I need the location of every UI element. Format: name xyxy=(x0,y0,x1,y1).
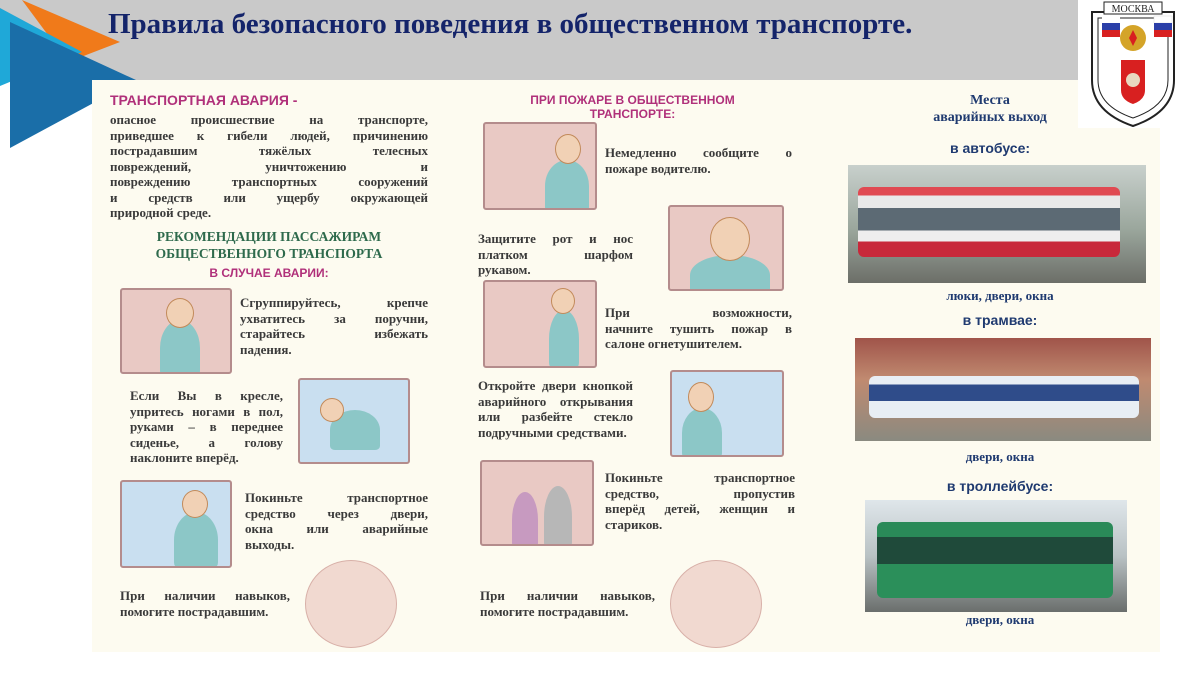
fire-item-6: При наличии навыков,помогите пострадавши… xyxy=(480,588,655,619)
svg-text:МОСКВА: МОСКВА xyxy=(1112,4,1156,15)
item-text-line: выходы. xyxy=(245,536,295,552)
accident-heading: ТРАНСПОРТНАЯ АВАРИЯ - xyxy=(110,92,428,108)
item-text-line: салоне огнетушителем. xyxy=(605,336,743,351)
accident-definition: опасное происшествие на транспорте,приве… xyxy=(110,112,428,221)
item-text-line: При возможности, xyxy=(605,305,792,320)
item-text-line: Если Вы в кресле, xyxy=(130,388,283,403)
item-text-line: аварийного открывания xyxy=(478,393,633,409)
definition-line: опасное происшествие на транспорте, xyxy=(110,112,428,127)
bus-photo xyxy=(848,165,1146,283)
illustration-cover-mouth xyxy=(668,205,784,291)
bus-exits: люки, двери, окна xyxy=(946,288,1054,303)
tram-exits: двери, окна xyxy=(965,449,1035,464)
exits-heading-line: аварийных выход xyxy=(933,110,1047,125)
item-text-line: пожаре водителю. xyxy=(605,160,711,176)
item-text-line: помогите пострадавшим. xyxy=(480,603,629,619)
fire-heading-line: ПРИ ПОЖАРЕ В ОБЩЕСТВЕННОМ xyxy=(530,93,735,107)
accident-heading-text: ТРАНСПОРТНАЯ АВАРИЯ - xyxy=(110,92,298,108)
emercom-moscow-logo: МОСКВА xyxy=(1078,0,1188,128)
item-text-line: наклоните вперёд. xyxy=(130,450,239,465)
item-text-line: помогите пострадавшим. xyxy=(120,603,269,619)
item-text-line: Сгруппируйтесь, крепче xyxy=(240,295,428,310)
item-text-line: старайтесь избежать xyxy=(240,326,428,341)
definition-line: приведшее к гибели людей, причинению xyxy=(110,127,428,143)
illustration-first-aid xyxy=(305,560,397,648)
accident-item-4: При наличии навыков,помогите пострадавши… xyxy=(120,588,290,619)
tram-photo xyxy=(855,338,1151,441)
recommendations-heading: РЕКОМЕНДАЦИИ ПАССАЖИРАМ ОБЩЕСТВЕННОГО ТР… xyxy=(110,228,428,262)
item-text-line: подручными средствами. xyxy=(478,424,627,440)
definition-line: пострадавшим тяжёлых телесных xyxy=(110,143,428,158)
accident-item-2: Если Вы в кресле,упритесь ногами в пол,р… xyxy=(130,388,283,466)
illustration-brace xyxy=(120,288,232,374)
item-text-line: упритесь ногами в пол, xyxy=(130,403,283,419)
definition-line: повреждению транспортных сооружений xyxy=(110,174,428,189)
item-text-line: Немедленно сообщите о xyxy=(605,145,792,160)
item-text-line: платком шарфом рукавом. xyxy=(478,246,633,278)
item-text-line: Покиньте транспортное xyxy=(245,490,428,505)
exits-heading-line: Места xyxy=(970,93,1010,108)
item-text-line: вперёд детей, женщин и xyxy=(605,501,795,516)
recommendations-line: РЕКОМЕНДАЦИИ ПАССАЖИРАМ xyxy=(156,229,382,244)
item-text-line: Откройте двери кнопкой xyxy=(478,378,633,393)
fire-heading-line: ТРАНСПОРТЕ: xyxy=(589,107,676,121)
bus-label: в автобусе: xyxy=(949,140,1031,156)
accident-subheading: В СЛУЧАЕ АВАРИИ: xyxy=(209,266,329,280)
item-text-line: При наличии навыков, xyxy=(480,588,655,603)
illustration-first-aid-2 xyxy=(670,560,762,648)
recommendations-line: ОБЩЕСТВЕННОГО ТРАНСПОРТА xyxy=(155,246,383,261)
tram-label: в трамвае: xyxy=(962,312,1038,328)
item-text-line: или разбейте стекло xyxy=(478,409,633,424)
definition-line: и средств или ущербу окружающей xyxy=(110,189,428,205)
item-text-line: руками – в переднее xyxy=(130,419,283,434)
item-text-line: средство, пропустив xyxy=(605,485,795,501)
illustration-exit xyxy=(120,480,232,568)
slide-title: Правила безопасного поведения в обществе… xyxy=(108,8,913,40)
illustration-extinguisher xyxy=(483,280,597,368)
illustration-evacuate xyxy=(480,460,594,546)
definition-line: природной среде. xyxy=(110,205,212,220)
illustration-break-glass xyxy=(670,370,784,457)
item-text-line: стариков. xyxy=(605,516,663,532)
item-text-line: начните тушить пожар в xyxy=(605,320,792,336)
trolleybus-label: в троллейбусе: xyxy=(946,478,1054,494)
decorative-triangles xyxy=(0,0,136,148)
slide-header xyxy=(0,0,1078,80)
illustration-inform-driver xyxy=(483,122,597,210)
item-text-line: При наличии навыков, xyxy=(120,588,290,603)
item-text-line: окна или аварийные xyxy=(245,521,428,536)
item-text-line: сиденье, а голову xyxy=(130,434,283,450)
trolleybus-photo xyxy=(865,500,1127,612)
fire-heading: ПРИ ПОЖАРЕ В ОБЩЕСТВЕННОМ ТРАНСПОРТЕ: xyxy=(470,93,795,121)
illustration-seat xyxy=(298,378,410,464)
item-text-line: Защитите рот и нос xyxy=(478,231,633,246)
item-text-line: ухватитесь за поручни, xyxy=(240,310,428,326)
item-text-line: средство через двери, xyxy=(245,505,428,521)
item-text-line: Покиньте транспортное xyxy=(605,470,795,485)
definition-line: повреждений, уничтожению и xyxy=(110,158,428,174)
item-text-line: падения. xyxy=(240,341,292,357)
trolleybus-exits: двери, окна xyxy=(965,612,1035,627)
exits-heading: Места аварийных выход xyxy=(900,92,1080,126)
